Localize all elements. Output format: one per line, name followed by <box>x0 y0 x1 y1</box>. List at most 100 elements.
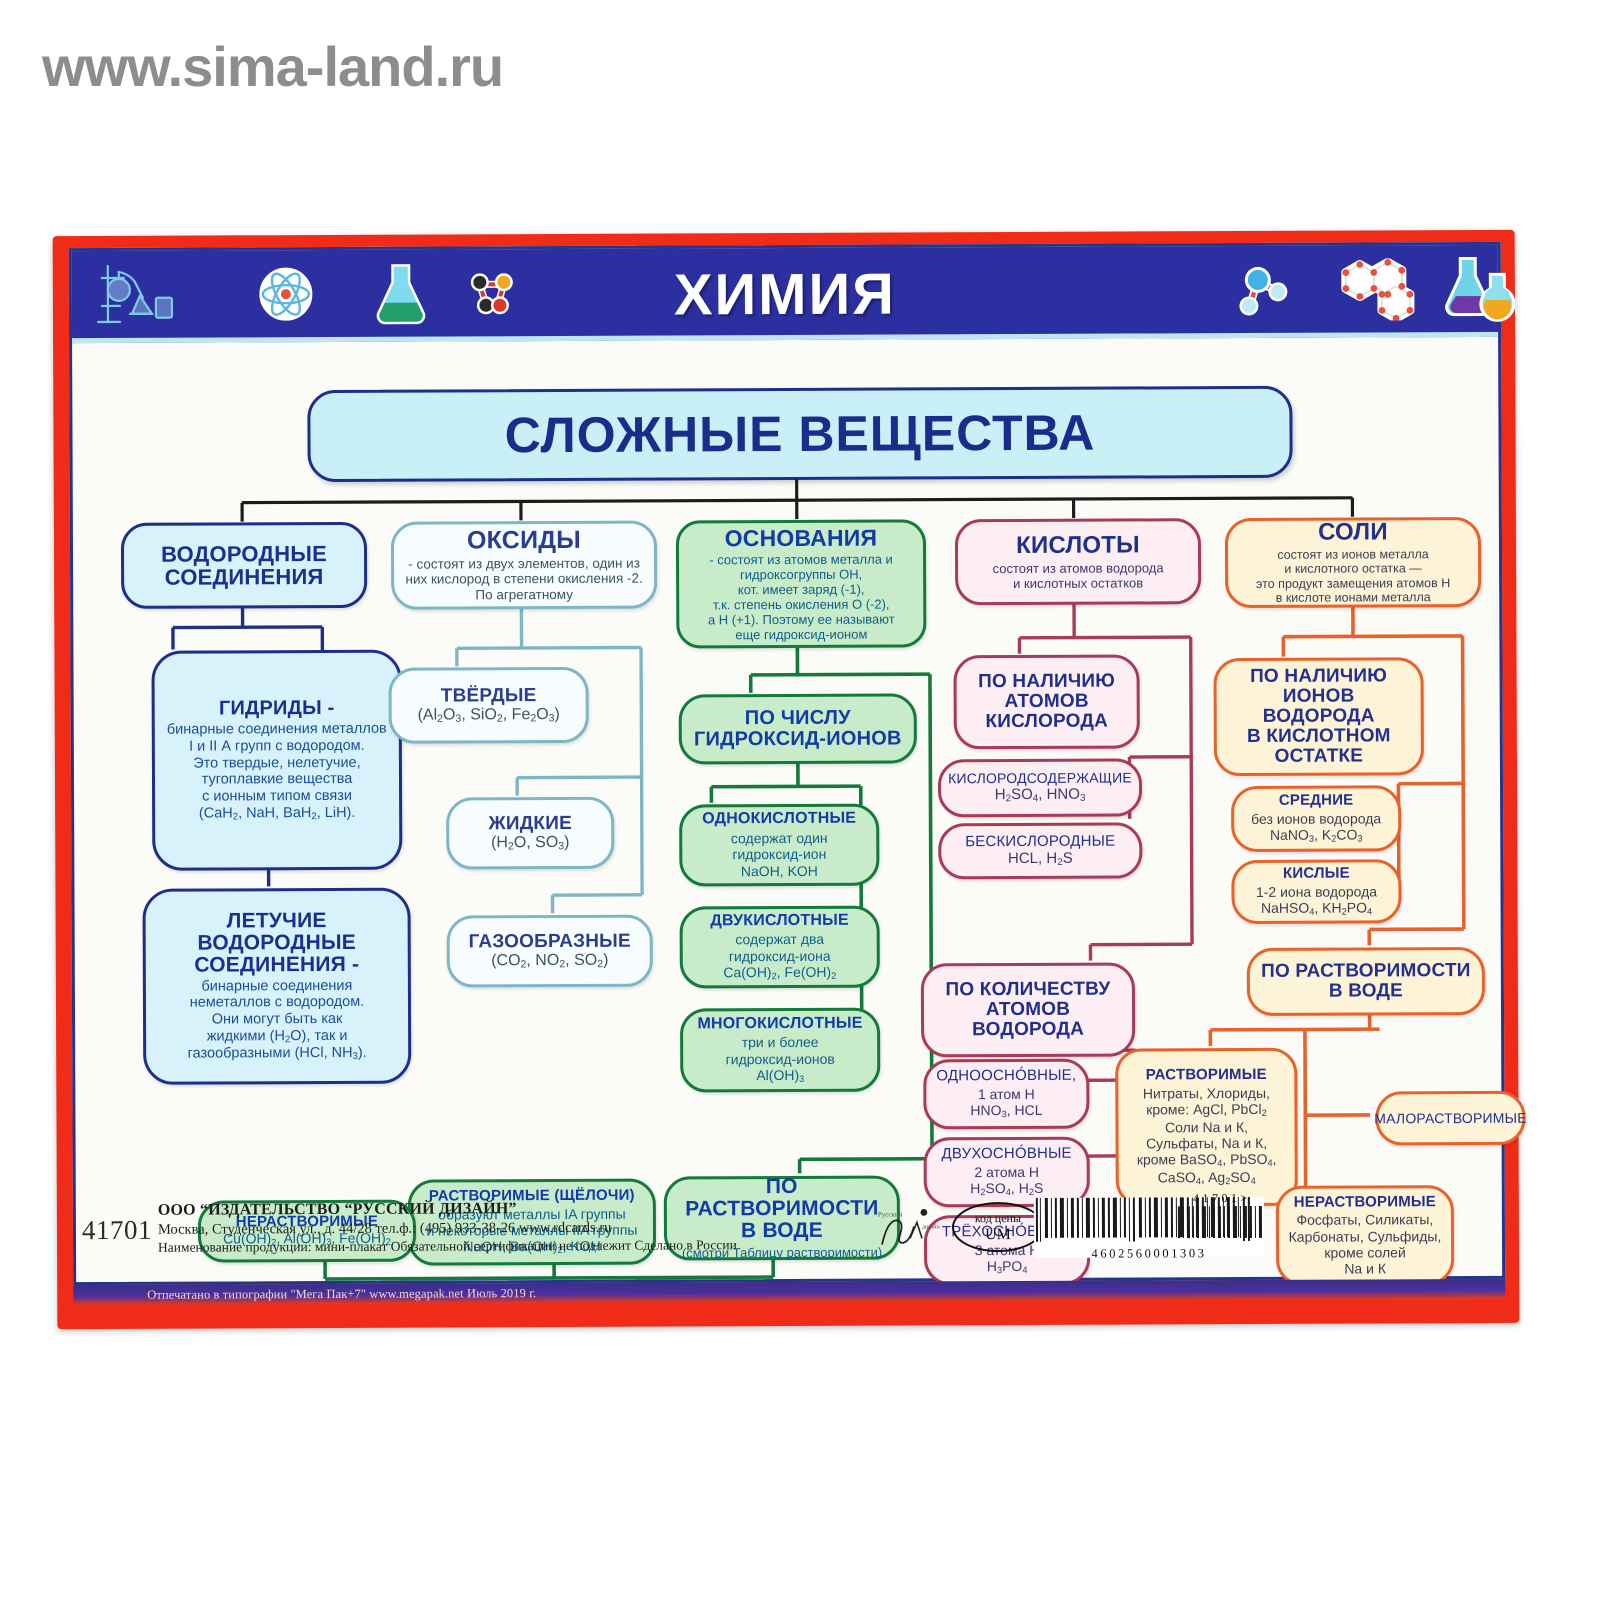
node-salts-slightly-soluble[interactable]: МАЛОРАСТВОРИМЫЕ <box>1374 1090 1527 1146</box>
node-title: ГАЗООБРАЗНЫЕ <box>468 930 631 953</box>
node-title: ГИДРИДЫ - <box>218 696 335 720</box>
benzene-rings-icon <box>1341 257 1415 321</box>
node-oxides-liquid[interactable]: ЖИДКИЕ (H2O, SO3) <box>446 796 615 870</box>
node-formula: Al(OH)3 <box>756 1066 805 1084</box>
node-formula: (H2O, SO3) <box>491 833 570 853</box>
node-formula: NaHSO4, KH2PO4 <box>1260 899 1373 917</box>
price-code-value: UM <box>985 1225 1011 1243</box>
watermark: www.sima-land.ru <box>42 35 504 98</box>
node-title: ДВУКИСЛОТНЫЕ <box>710 911 849 929</box>
node-desc: без ионов водорода <box>1251 810 1382 827</box>
node-salts-medium[interactable]: СРЕДНИЕ без ионов водорода NaNO3, K2CO3 <box>1231 785 1402 853</box>
price-code-label: код цены <box>974 1210 1022 1225</box>
node-title: РАСТВОРИМЫЕ <box>1145 1066 1267 1084</box>
node-salts-acidic[interactable]: КИСЛЫЕ 1-2 иона водорода NaHSO4, KH2PO4 <box>1231 859 1402 925</box>
node-oxides-gas[interactable]: ГАЗООБРАЗНЫЕ (CO2, NO2, SO2) <box>446 914 653 988</box>
publisher-name: ООО “ИЗДАТЕЛЬСТВО “РУССКИЙ ДИЗАЙН” <box>157 1200 517 1219</box>
node-acids-monobasic[interactable]: ОДНООСНО́ВНЫЕ, 1 атом Н HNO3, HCL <box>923 1058 1090 1130</box>
two-flasks-icon <box>1445 256 1516 322</box>
node-formula: NaNO3, K2CO3 <box>1269 826 1363 844</box>
product-line: Наименование продукции: мини-плакат Обяз… <box>158 1237 737 1255</box>
node-formula: NaOH, KOH <box>740 862 818 879</box>
molecule-model-icon <box>470 272 513 314</box>
svg-text:дизайн: дизайн <box>922 1223 941 1230</box>
main-title-text: СЛОЖНЫЕ ВЕЩЕСТВА <box>504 404 1096 464</box>
node-oxides-solid[interactable]: ТВЁРДЫЕ (Al2O3, SiO2, Fe2O3) <box>388 666 589 744</box>
node-formula: (CaH2, NaH, BaH2, LiH). <box>198 804 356 823</box>
node-oxides[interactable]: ОКСИДЫ - состоят из двух элементов, один… <box>390 520 658 610</box>
node-desc: 2 атома Н <box>974 1163 1040 1181</box>
node-title: КИСЛОТЫ <box>1016 531 1140 560</box>
node-title: ТВЁРДЫЕ <box>440 684 537 707</box>
node-title: МАЛОРАСТВОРИМЫЕ <box>1374 1109 1527 1127</box>
node-formula: H2SO4, HNO3 <box>994 785 1086 805</box>
node-title: ОДНООСНО́ВНЫЕ, <box>936 1066 1077 1085</box>
node-formula: (Al2O3, SiO2, Fe2O3) <box>417 705 560 725</box>
node-title: ЖИДКИЕ <box>488 812 572 835</box>
node-title: ВОДОРОДНЫЕ СОЕДИНЕНИЯ <box>160 540 328 590</box>
publisher-block: ООО “ИЗДАТЕЛЬСТВО “РУССКИЙ ДИЗАЙН” Москв… <box>158 1199 737 1256</box>
poster-footer: 41701 ООО “ИЗДАТЕЛЬСТВО “РУССКИЙ ДИЗАЙН”… <box>76 1188 1502 1282</box>
node-title: СОЛИ <box>1318 518 1388 547</box>
node-formula: HCL, H2S <box>1007 849 1073 868</box>
node-title: ОДНОКИСЛОТНЫЕ <box>702 809 857 828</box>
node-title: КИСЛЫЕ <box>1282 864 1350 882</box>
svg-text:Русский: Русский <box>878 1210 903 1218</box>
barcode-number: 4602560001303 <box>1091 1246 1207 1261</box>
node-formula: (CO2, NO2, SO2) <box>491 951 609 971</box>
node-title: ДВУХОСНО́ВНЫЕ <box>941 1144 1072 1163</box>
node-title: ОСНОВАНИЯ <box>724 524 878 551</box>
article-number: 41701 <box>81 1214 153 1246</box>
main-title: СЛОЖНЫЕ ВЕЩЕСТВА <box>307 385 1293 483</box>
poster-inner: ХИМИЯ <box>68 241 1527 1286</box>
poster-header: ХИМИЯ <box>71 244 1516 344</box>
node-desc: 1-2 иона водорода <box>1255 883 1378 900</box>
node-title: БЕСКИСЛОРОДНЫЕ <box>965 832 1116 851</box>
signature-logo: Русский дизайн <box>878 1209 941 1245</box>
poster: ХИМИЯ <box>52 229 1527 1330</box>
node-formula: HNO3, HCL <box>970 1102 1043 1120</box>
node-acids-oxygen-free[interactable]: БЕСКИСЛОРОДНЫЕ HCL, H2S <box>938 822 1143 880</box>
node-salts-soluble[interactable]: РАСТВОРИМЫЕ Нитраты, Хлориды,кроме: AgCl… <box>1115 1047 1298 1207</box>
node-hydrogen-compounds[interactable]: ВОДОРОДНЫЕ СОЕДИНЕНИЯ <box>120 521 368 609</box>
node-acids-oxygen-containing[interactable]: КИСЛОРОДСОДЕРЖАЩИЕ H2SO4, HNO3 <box>937 758 1143 818</box>
node-title: МНОГОКИСЛОТНЫЕ <box>697 1014 863 1032</box>
water-molecule-icon <box>1239 266 1288 315</box>
print-info: Отпечатано в типографии "Мега Пак+7" www… <box>147 1286 537 1302</box>
node-formula: Ca(OH)2, Fe(OH)2 <box>723 963 837 981</box>
conical-flask-icon <box>376 263 426 324</box>
barcode-article-number: 41701> <box>1192 1190 1251 1206</box>
publisher-address: Москва, Студенческая ул., д. 44/28 тел.ф… <box>157 1219 612 1238</box>
barcode-article: 41701> <box>1176 1190 1268 1239</box>
distillation-apparatus-icon <box>96 264 174 323</box>
